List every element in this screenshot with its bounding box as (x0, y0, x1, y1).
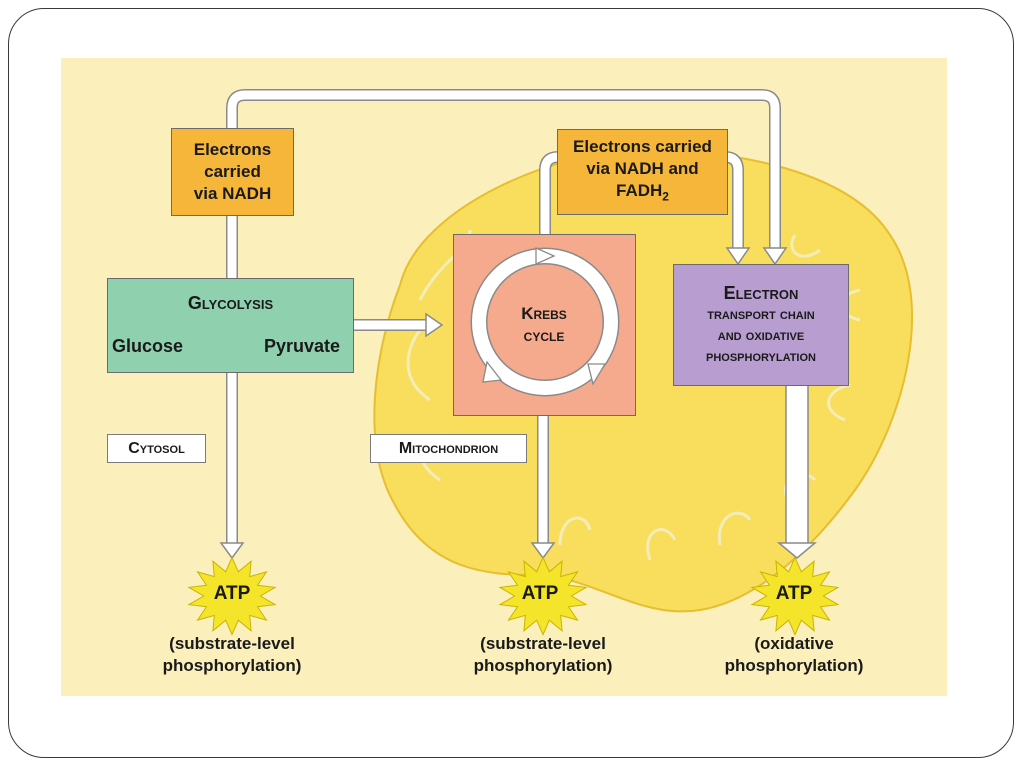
fadh-box-line3: FADH2 (616, 181, 669, 204)
atp-starburst-3 (750, 556, 840, 636)
arrowhead-etc-top (762, 247, 788, 266)
atp-starburst-2 (498, 556, 588, 636)
caption-1-line2: phosphorylation) (162, 656, 302, 675)
atp-label-3: ATP (775, 583, 813, 604)
atp-label-2: ATP (521, 583, 559, 604)
atp-caption-1: (substrate-level phosphorylation) (122, 633, 342, 677)
glycolysis-title: Glycolysis (187, 293, 274, 313)
pyruvate-label: Pyruvate (264, 336, 341, 356)
etc-line4: phosphorylation (705, 348, 816, 365)
atp-caption-3: (oxidative phosphorylation) (684, 633, 904, 677)
caption-2-line1: (substrate-level (480, 634, 606, 653)
fadh-box-line2: via NADH and (586, 159, 699, 179)
etc-atp-arrow (776, 542, 818, 559)
nadh-electron-box: Electrons carried via NADH (171, 128, 294, 216)
fadh-box-line1: Electrons carried (573, 137, 712, 157)
nadh-box-line1: Electrons (193, 140, 272, 159)
etc-line1: Electron (723, 283, 799, 303)
caption-2-line2: phosphorylation) (473, 656, 613, 675)
krebs-line2: cycle (523, 326, 565, 345)
krebs-label: Krebs cycle (488, 303, 600, 347)
atp-label-1: ATP (213, 583, 251, 604)
caption-3-line1: (oxidative (754, 634, 834, 653)
etc-line3: and oxidative (717, 327, 805, 344)
mitochondrion-label: Mitochondrion (370, 434, 527, 463)
atp-caption-2: (substrate-level phosphorylation) (433, 633, 653, 677)
caption-3-line2: phosphorylation) (724, 656, 864, 675)
etc-line2: transport chain (707, 306, 815, 323)
nadh-box-line2: carried (204, 162, 261, 181)
atp-starburst-1 (187, 556, 277, 636)
caption-1-line1: (substrate-level (169, 634, 295, 653)
fadh-subscript: 2 (662, 189, 669, 204)
arrowhead-etc-left (725, 247, 751, 266)
nadh-box-line3: via NADH (193, 184, 272, 203)
etc-box: Electron transport chain and oxidative p… (673, 264, 849, 386)
glycolysis-box: Glycolysis Glucose Pyruvate (107, 278, 354, 373)
krebs-cycle-ring (470, 246, 620, 397)
krebs-line1: Krebs (521, 304, 567, 323)
cytosol-label: Cytosol (107, 434, 206, 463)
glucose-label: Glucose (112, 336, 184, 356)
nadh-fadh-electron-box: Electrons carried via NADH and FADH2 (557, 129, 728, 215)
